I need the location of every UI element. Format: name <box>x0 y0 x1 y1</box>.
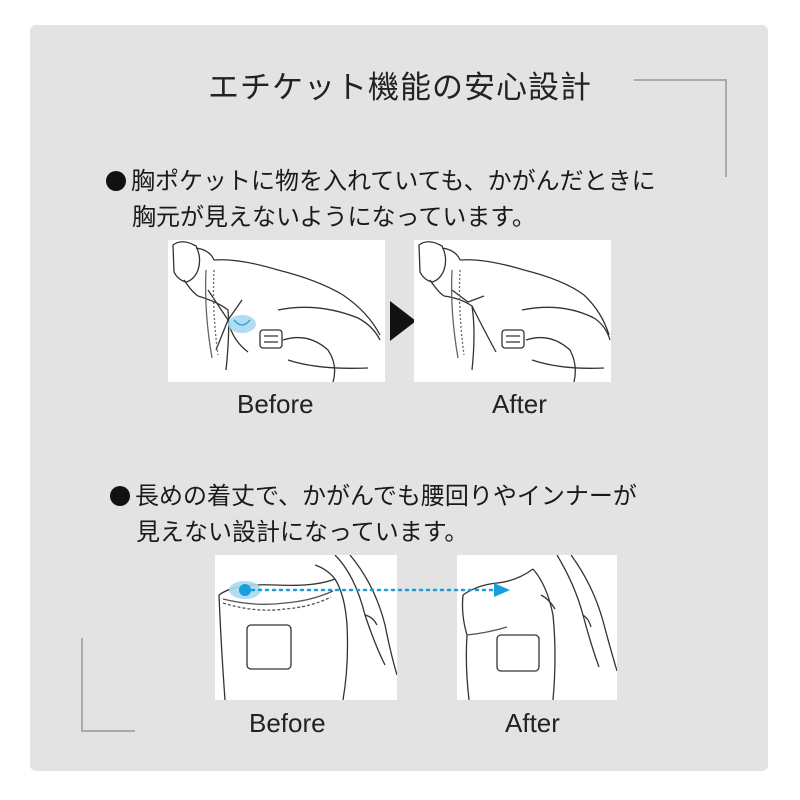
chest-before-illustration <box>168 240 385 382</box>
next-arrow-icon <box>390 301 416 341</box>
feature-text-line1: 胸ポケットに物を入れていても、かがんだときに <box>131 167 656 195</box>
waist-after-illustration <box>457 555 617 700</box>
corner-decoration-top-right <box>634 79 727 177</box>
corner-decoration-bottom-left <box>81 638 135 732</box>
after-label: After <box>505 708 560 738</box>
feature-text-line1: 長めの着丈で、かがんでも腰回りやインナーが <box>135 482 637 510</box>
before-label: Before <box>237 389 314 419</box>
before-label: Before <box>249 708 326 738</box>
feature-text-line2: 見えない設計になっています。 <box>136 518 469 546</box>
feature-bullet-chest: 胸ポケットに物を入れていても、かがんだときに 胸元が見えないようになっています。 <box>106 163 656 235</box>
chest-after-illustration <box>414 240 611 382</box>
content-panel <box>30 25 768 771</box>
waist-before-illustration <box>215 555 397 700</box>
feature-text-line2: 胸元が見えないようになっています。 <box>132 203 536 231</box>
after-label: After <box>492 389 547 419</box>
bullet-dot-icon <box>110 486 130 506</box>
feature-bullet-length: 長めの着丈で、かがんでも腰回りやインナーが 見えない設計になっています。 <box>110 478 637 550</box>
page-title: エチケット機能の安心設計 <box>208 70 592 106</box>
bullet-dot-icon <box>106 171 126 191</box>
